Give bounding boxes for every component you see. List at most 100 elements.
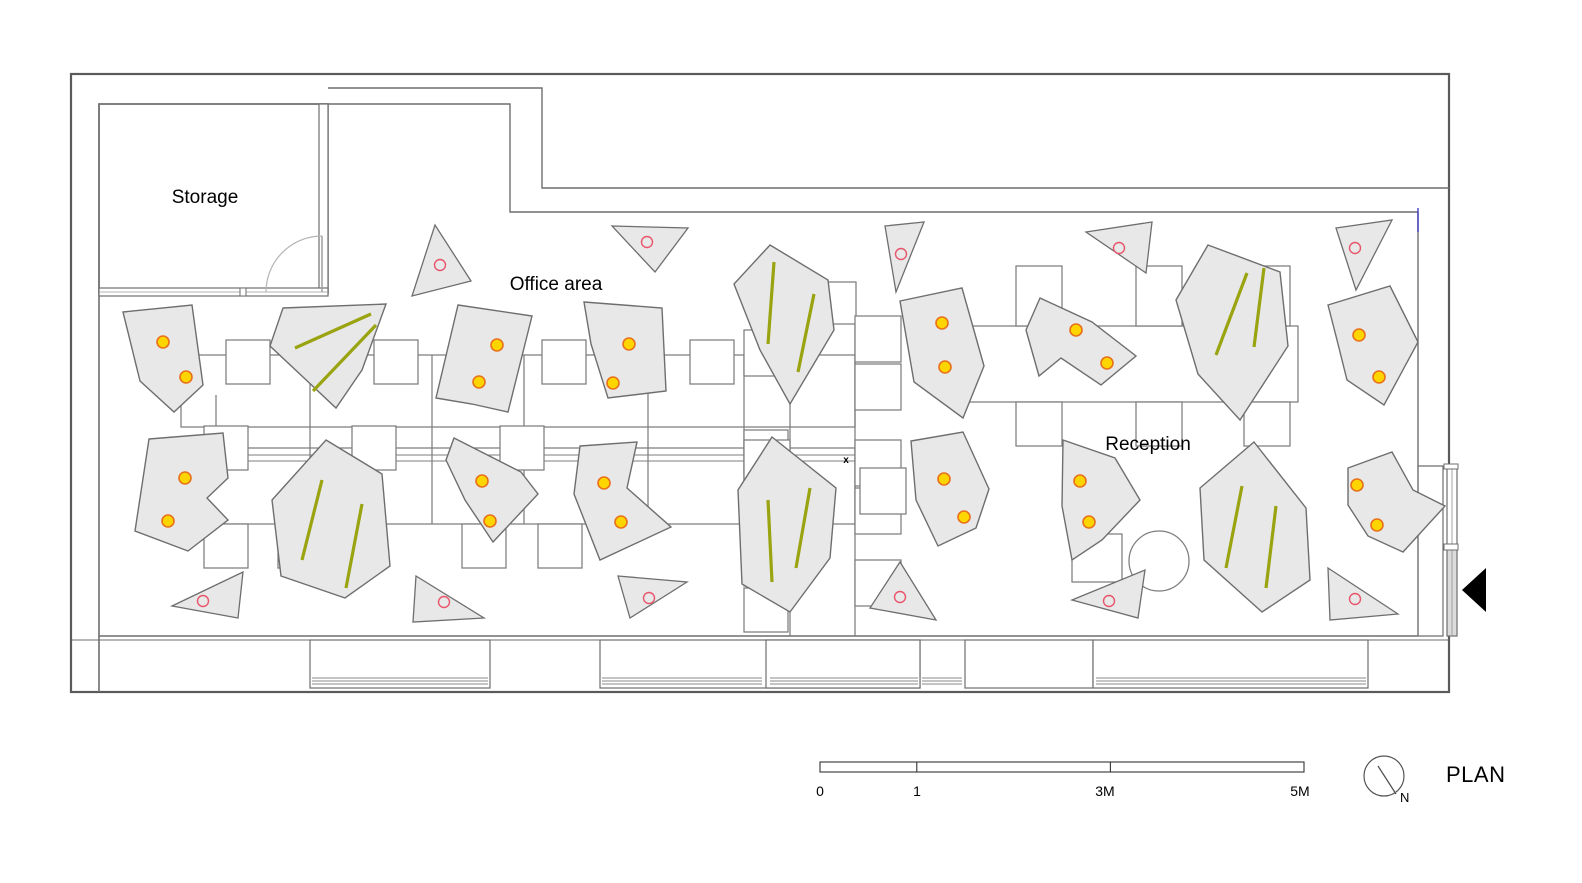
standing-figure-circle-icon bbox=[893, 590, 907, 604]
standing-figure-triangle bbox=[1069, 568, 1146, 619]
seated-figure-polygon bbox=[445, 437, 539, 544]
storage-partition-wall bbox=[318, 103, 329, 295]
scale-tick-label-3m: 3M bbox=[1095, 783, 1114, 799]
seat-dot-group bbox=[156, 316, 1386, 532]
seat-dot bbox=[156, 335, 170, 349]
seat-dot bbox=[937, 472, 951, 486]
desk-line bbox=[1252, 267, 1266, 348]
seat-dot bbox=[472, 375, 486, 389]
window-reveal-1 bbox=[309, 639, 491, 689]
standing-figure-circle-icon bbox=[1112, 241, 1126, 255]
bottom-window-group bbox=[309, 639, 1369, 689]
desk-line bbox=[1224, 485, 1244, 569]
desk-figure-polygon bbox=[269, 303, 388, 410]
storage-door-jamb bbox=[239, 287, 247, 297]
standing-figure-circle-icon bbox=[437, 595, 451, 609]
reception-side-unit-1 bbox=[859, 467, 907, 515]
entry-door-group[interactable] bbox=[1418, 463, 1486, 637]
seat-dot bbox=[178, 471, 192, 485]
standing-figure-circle-icon bbox=[433, 258, 447, 272]
standing-figure-triangle bbox=[617, 575, 689, 620]
seat-dot bbox=[1352, 328, 1366, 342]
seat-dot bbox=[935, 316, 949, 330]
seated-figure-polygon bbox=[1061, 439, 1141, 562]
standing-figure-triangle bbox=[1084, 221, 1153, 275]
desk-line bbox=[1264, 505, 1278, 589]
standing-figure-circle-icon bbox=[1348, 241, 1362, 255]
standing-figure-triangle bbox=[1327, 566, 1400, 621]
seated-figure-polygon bbox=[573, 441, 673, 561]
room-label-office-area: Office area bbox=[510, 274, 603, 295]
scale-tick-label-1: 1 bbox=[913, 783, 921, 799]
seat-dot bbox=[1069, 323, 1083, 337]
office-chair bbox=[499, 425, 545, 471]
glazing-lines bbox=[312, 677, 1366, 685]
seat-dot bbox=[1370, 518, 1384, 532]
standing-figure-triangle bbox=[411, 223, 473, 297]
standing-figure-triangle bbox=[169, 570, 244, 619]
entry-door-jamb-top bbox=[1443, 463, 1459, 470]
scale-bar-track bbox=[819, 761, 1305, 773]
inner-wall-upper-corridor bbox=[328, 87, 1449, 189]
center-unit-3 bbox=[854, 363, 902, 411]
standing-figure-triangle bbox=[868, 560, 938, 621]
seat-dot bbox=[622, 337, 636, 351]
seat-dot bbox=[1100, 356, 1114, 370]
seat-dot bbox=[161, 514, 175, 528]
standing-figure-circle-icon bbox=[640, 235, 654, 249]
desk-figure-polygon bbox=[737, 435, 837, 613]
seat-dot bbox=[614, 515, 628, 529]
desk-line bbox=[311, 323, 378, 393]
seat-dot bbox=[1350, 478, 1364, 492]
standing-figure-circle-icon bbox=[642, 591, 656, 605]
seated-figure-polygon bbox=[583, 301, 667, 399]
inner-wall-upper-corridor-2 bbox=[328, 103, 1418, 213]
seat-dot bbox=[1082, 515, 1096, 529]
desk-line bbox=[344, 503, 364, 589]
window-reveal-4 bbox=[964, 639, 1094, 689]
standing-figure-circle-icon bbox=[1348, 592, 1362, 606]
grid-x-marker: x bbox=[843, 455, 849, 466]
seated-figure-polygon bbox=[899, 287, 985, 420]
seated-figure-polygon bbox=[1327, 285, 1419, 407]
seated-figure-polygon bbox=[1347, 451, 1447, 553]
room-label-group: Storage Office area Reception x bbox=[172, 187, 1191, 466]
compass-circle-icon bbox=[1363, 755, 1405, 797]
window-reveal-5 bbox=[1092, 639, 1369, 689]
seat-dot bbox=[490, 338, 504, 352]
seat-dot bbox=[606, 376, 620, 390]
scale-tick-label-5m: 5M bbox=[1290, 783, 1309, 799]
seat-dot bbox=[957, 510, 971, 524]
office-chair bbox=[225, 339, 271, 385]
desk-figure-polygon bbox=[733, 244, 835, 406]
desk-line bbox=[766, 499, 774, 583]
outer-wall-outline bbox=[69, 72, 1451, 694]
seat-dot bbox=[179, 370, 193, 384]
standing-figure-circle-icon bbox=[894, 247, 908, 261]
desk-figures-group bbox=[269, 244, 1311, 613]
seated-figure-polygon bbox=[122, 304, 204, 413]
desk-line bbox=[796, 293, 816, 373]
desk-line bbox=[766, 261, 776, 345]
scale-tick-label-0: 0 bbox=[816, 783, 824, 799]
center-unit-2 bbox=[854, 315, 902, 363]
seated-figure-polygon bbox=[910, 431, 990, 547]
seat-dot bbox=[475, 474, 489, 488]
standing-figure-triangle bbox=[884, 221, 926, 295]
window-reveal-3 bbox=[765, 639, 921, 689]
compass-north-label: N bbox=[1400, 790, 1409, 805]
desk-line bbox=[1214, 272, 1249, 356]
standing-figure-triangle bbox=[1335, 219, 1394, 292]
scale-bar-group: 0 1 3M 5M bbox=[816, 761, 1310, 799]
room-label-storage: Storage bbox=[172, 187, 239, 208]
desk-figure-polygon bbox=[1199, 440, 1311, 613]
compass-group: N bbox=[1363, 755, 1409, 805]
standing-figure-circle-icon bbox=[1102, 594, 1116, 608]
seated-figure-polygon bbox=[134, 432, 230, 552]
plan-title-label: PLAN bbox=[1446, 762, 1505, 787]
office-chair bbox=[541, 339, 587, 385]
seated-figure-polygon bbox=[435, 304, 533, 413]
seat-dot bbox=[1073, 474, 1087, 488]
standing-figure-circle-icon bbox=[196, 594, 210, 608]
